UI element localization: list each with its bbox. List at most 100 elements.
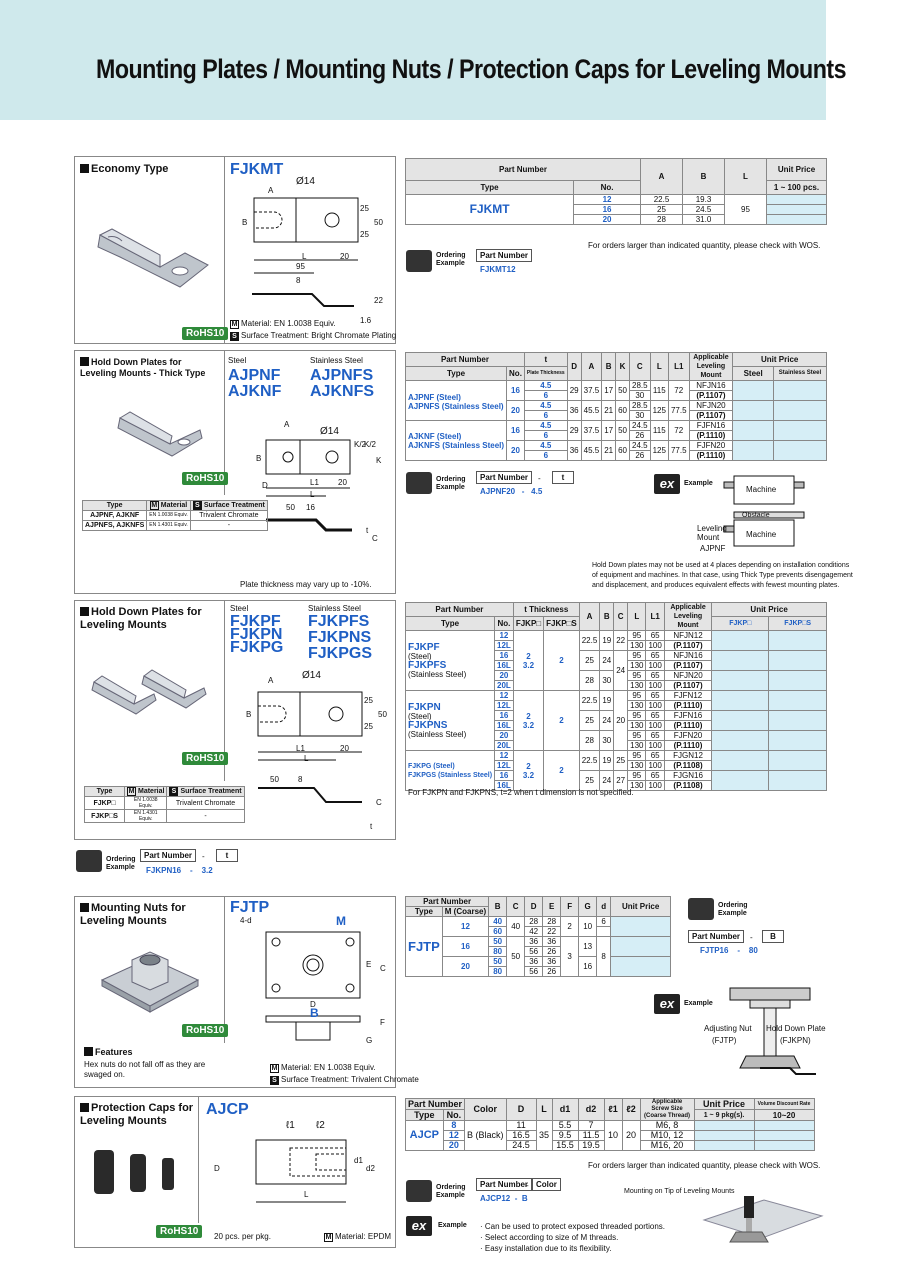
- color-box: Color: [532, 1178, 561, 1191]
- product-code: FJKPFS: [308, 613, 370, 630]
- example-label: Example: [684, 1000, 713, 1007]
- order-note: For orders larger than indicated quantit…: [588, 1161, 821, 1170]
- part-number-box: Part Number: [476, 1178, 533, 1191]
- product-code: FJTP: [230, 899, 270, 916]
- dim-label: d1: [354, 1156, 363, 1165]
- dash: -: [538, 474, 541, 483]
- rohs-badge: RoHS10: [182, 1024, 229, 1037]
- product-code: FJKPN: [230, 626, 283, 643]
- dim-label: L1: [296, 744, 305, 753]
- ajpnf-label: AJPNF: [700, 544, 726, 553]
- ordering-label: Ordering Example: [436, 476, 466, 491]
- page-title: Mounting Plates / Mounting Nuts / Protec…: [96, 54, 847, 84]
- product-code: AJKNF: [228, 383, 282, 400]
- part-number-box: Part Number: [476, 471, 533, 484]
- section-title: Economy Type: [80, 163, 168, 176]
- product-code: FJKPG: [230, 639, 284, 656]
- dim-label: 8: [298, 775, 303, 784]
- stainless-label: Stainless Steel: [310, 356, 363, 365]
- thickness-note: Plate thickness may vary up to -10%.: [240, 580, 372, 589]
- dim-label: K/2: [354, 440, 367, 449]
- dim-label: G: [366, 1036, 373, 1045]
- dimension-drawing: [257, 691, 363, 803]
- dim-label: 20: [338, 478, 347, 487]
- example-icon: ex: [654, 474, 680, 494]
- dim-label: 20: [340, 252, 349, 261]
- part-number-box: Part Number: [476, 249, 533, 262]
- product-code: AJPNF: [228, 367, 281, 384]
- dim-label: 25: [360, 204, 369, 213]
- product-code: FJKPNS: [308, 629, 372, 646]
- dim-label: K/2: [364, 440, 377, 449]
- dim-label: F: [380, 1018, 385, 1027]
- dim-label: 8: [296, 276, 301, 285]
- dim-label: A: [268, 676, 274, 685]
- divider: [224, 157, 225, 343]
- dash: -: [202, 852, 205, 861]
- stainless-label: Stainless Steel: [308, 604, 361, 613]
- obstacle-label: Obstacle: [742, 512, 770, 519]
- dim-label: L: [310, 490, 315, 499]
- dim-label: 50: [374, 218, 383, 227]
- dim-label: D: [310, 1000, 316, 1009]
- desc-line: of equipment and machines. In that case,…: [592, 572, 853, 579]
- machine-label: Machine: [746, 485, 777, 494]
- dim-label: B: [310, 1006, 319, 1020]
- dim-label: L: [304, 1190, 309, 1199]
- ordering-icon: [406, 1180, 432, 1202]
- example-label: Example: [684, 480, 713, 487]
- dim-label: ℓ2: [316, 1120, 325, 1131]
- ex-line: · Select according to size of M threads.: [480, 1233, 619, 1242]
- product-photo-nut: [100, 951, 200, 1013]
- adj-label: Adjusting Nut: [704, 1024, 752, 1033]
- dim-label: D: [214, 1164, 220, 1173]
- hold-label: (FJKPN): [780, 1036, 811, 1045]
- section-title: Hold Down Plates for Leveling Mounts: [80, 606, 202, 631]
- desc-line: and displacement, and produces equivalen…: [592, 582, 840, 589]
- ordering-label: Ordering Example: [106, 856, 136, 871]
- dim-label: 50: [286, 503, 295, 512]
- product-photo-plate: [97, 228, 209, 288]
- ex-line: · Can be used to protect exposed threade…: [480, 1222, 666, 1231]
- dim-label: Ø14: [320, 426, 339, 437]
- section-title: Mounting Nuts for Leveling Mounts: [80, 902, 186, 927]
- example-diagram: [723, 475, 805, 547]
- example-icon: ex: [406, 1216, 432, 1236]
- ordering-icon: [76, 850, 102, 872]
- mount-label: Mounting on Tip of Leveling Mounts: [624, 1188, 735, 1195]
- dim-label: L1: [310, 478, 319, 487]
- dim-label: B: [256, 454, 262, 463]
- dim-label: t: [370, 822, 373, 831]
- dim-label: 25: [364, 722, 373, 731]
- dim-label: Ø14: [302, 670, 321, 681]
- ordering-label: Ordering Example: [436, 1184, 466, 1199]
- ordering-label: Ordering Example: [436, 252, 466, 267]
- t-box: t: [552, 471, 574, 484]
- example-diagram-nut: [729, 987, 816, 1075]
- product-code: FJKPF: [230, 613, 281, 630]
- rohs-badge: RoHS10: [182, 472, 229, 485]
- pkg-note: 20 pcs. per pkg.: [214, 1232, 271, 1241]
- rohs-badge: RoHS10: [182, 752, 229, 765]
- product-code: AJPNFS: [310, 367, 374, 384]
- dim-label: 4-d: [240, 916, 252, 925]
- dimension-drawing: [252, 197, 359, 307]
- product-code: AJKNFS: [310, 383, 375, 400]
- dim-label: 25: [360, 230, 369, 239]
- dim-label: 20: [340, 744, 349, 753]
- rohs-badge: RoHS10: [156, 1225, 203, 1238]
- dim-label: Ø14: [296, 176, 315, 187]
- product-code: FJKMT: [230, 161, 284, 178]
- dimension-drawing: [255, 1139, 347, 1203]
- leveling-label: Leveling Mount: [697, 524, 727, 542]
- section-title: Protection Caps for Leveling Mounts: [80, 1102, 194, 1127]
- product-photo-plate: [117, 411, 203, 457]
- dim-label: M: [336, 914, 346, 928]
- dim-label: L: [304, 754, 309, 763]
